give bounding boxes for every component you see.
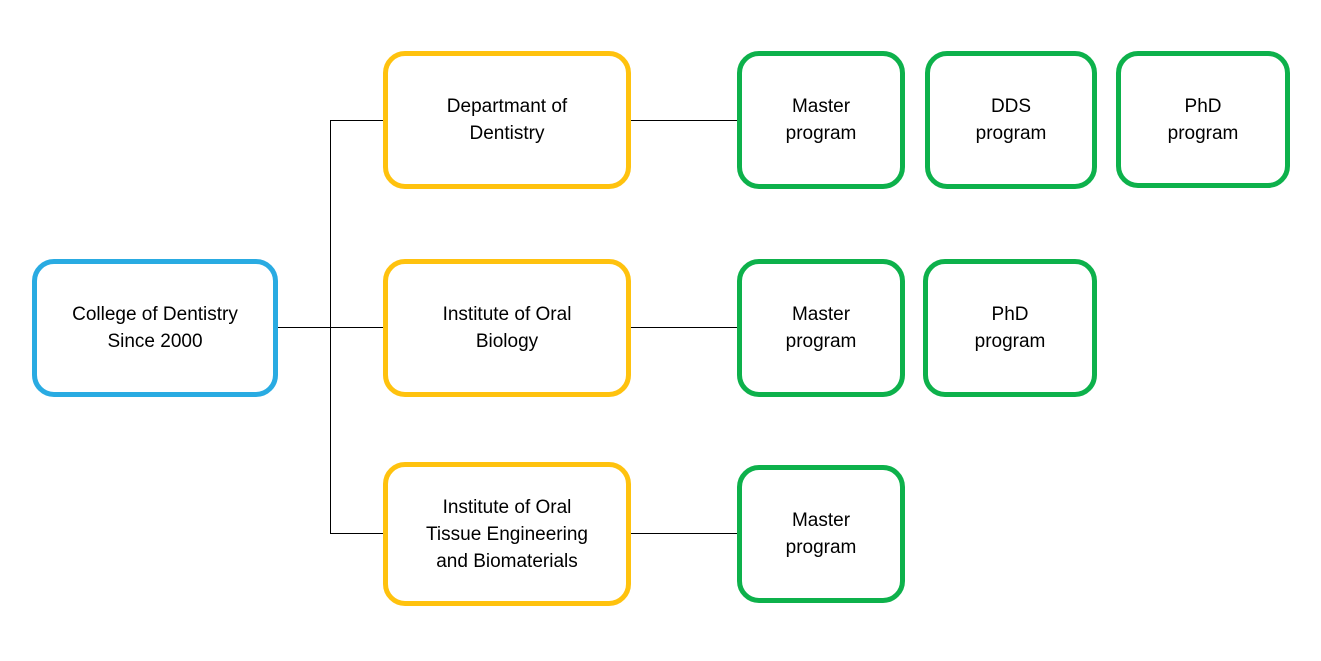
node-label: Departmant of Dentistry	[446, 96, 568, 144]
connector-spine-to-branch-1	[330, 120, 383, 122]
node-label: PhD program	[974, 304, 1046, 352]
node-institute-of-oral-biology: Institute of Oral Biology	[383, 259, 631, 397]
node-label: College of Dentistry Since 2000	[72, 304, 238, 352]
node-label: Institute of Oral Biology	[442, 304, 572, 352]
node-oral-biology-phd-program: PhD program	[923, 259, 1097, 397]
connector-branch-1-to-programs	[629, 120, 737, 122]
connector-branch-2-to-programs	[629, 327, 737, 329]
connector-spine	[330, 120, 332, 534]
node-dentistry-phd-program: PhD program	[1116, 51, 1290, 188]
node-tissue-engineering-master-program: Master program	[737, 465, 905, 603]
node-dentistry-dds-program: DDS program	[925, 51, 1097, 189]
node-institute-of-oral-tissue-engineering: Institute of Oral Tissue Engineering and…	[383, 462, 631, 606]
node-dentistry-master-program: Master program	[737, 51, 905, 189]
node-college-of-dentistry: College of Dentistry Since 2000	[32, 259, 278, 397]
node-label: Master program	[785, 510, 857, 558]
connector-branch-3-to-programs	[629, 533, 737, 535]
connector-spine-to-branch-3	[330, 533, 383, 535]
node-label: PhD program	[1167, 95, 1239, 144]
node-label: Master program	[785, 304, 857, 352]
node-oral-biology-master-program: Master program	[737, 259, 905, 397]
node-label: DDS program	[975, 96, 1047, 144]
node-label: Institute of Oral Tissue Engineering and…	[426, 496, 588, 572]
node-label: Master program	[785, 96, 857, 144]
node-department-of-dentistry: Departmant of Dentistry	[383, 51, 631, 189]
